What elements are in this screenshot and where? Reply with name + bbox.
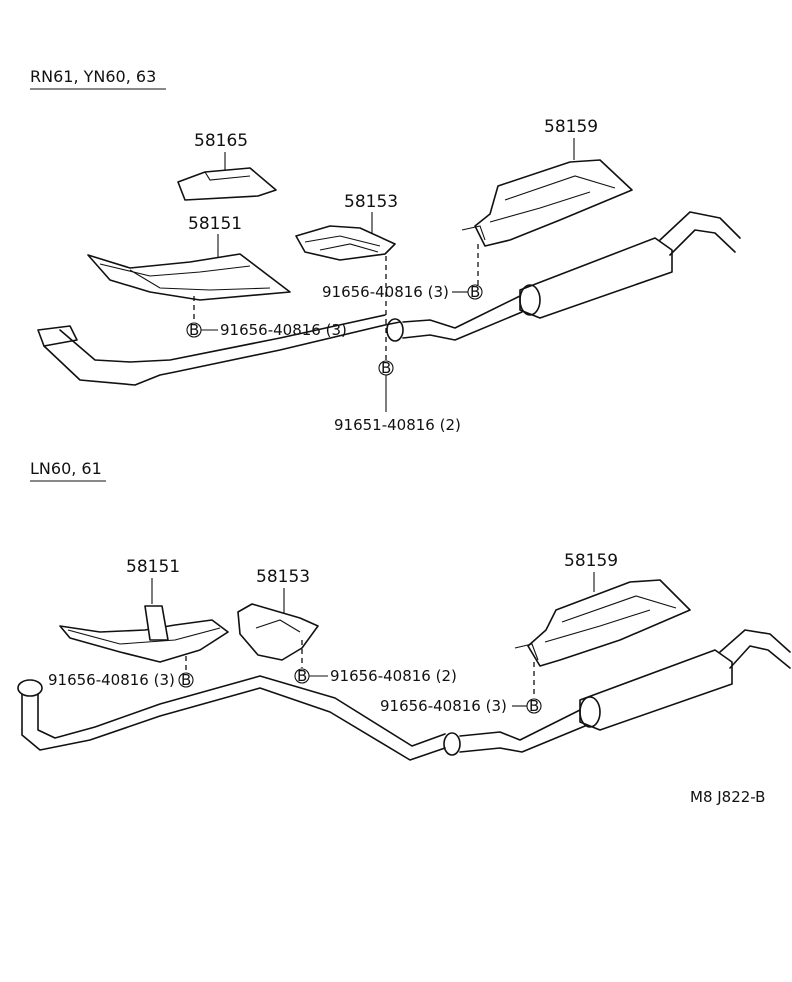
- section-bottom: LN60, 61 58151 58153: [17, 459, 791, 761]
- callout-top-2: B 91656-40816 (3): [186, 296, 347, 339]
- figure-code: M8 J822-B: [690, 788, 765, 806]
- svg-text:B: B: [189, 321, 199, 339]
- callout-bolt-bottom-3: 91656-40816 (3): [380, 697, 507, 715]
- svg-text:B: B: [181, 671, 191, 689]
- svg-text:B: B: [470, 283, 480, 301]
- section-top: RN61, YN60, 63 58165 58151: [30, 67, 741, 434]
- part-number-58159: 58159: [544, 117, 598, 137]
- part-number-58159: 58159: [564, 551, 618, 571]
- callout-bolt-bottom-1: 91656-40816 (3): [48, 671, 175, 689]
- part-58151-top[interactable]: 58151: [87, 214, 291, 301]
- part-58165-top[interactable]: 58165: [177, 131, 277, 201]
- svg-text:B: B: [529, 697, 539, 715]
- part-number-58165: 58165: [194, 131, 248, 151]
- svg-text:B: B: [381, 359, 391, 377]
- part-number-58153: 58153: [256, 567, 310, 587]
- callout-bolt-top-2: 91656-40816 (3): [220, 321, 347, 339]
- marker-b-icon: [178, 672, 194, 688]
- callout-bottom-3: B 91656-40816 (3): [380, 662, 542, 715]
- part-58153-bottom[interactable]: 58153: [237, 567, 319, 661]
- svg-text:B: B: [297, 667, 307, 685]
- part-number-58151: 58151: [126, 557, 180, 577]
- part-58151-bottom[interactable]: 58151: [59, 557, 229, 663]
- section-title-bottom: LN60, 61: [30, 459, 102, 478]
- callout-top-3: B 91651-40816 (2): [334, 256, 461, 434]
- exhaust-pipe-top: [37, 211, 741, 386]
- part-58159-top[interactable]: 58159: [461, 117, 633, 247]
- callout-bolt-top-3: 91651-40816 (2): [334, 416, 461, 434]
- callout-bottom-1: B 91656-40816 (3): [48, 656, 194, 689]
- part-number-58151: 58151: [188, 214, 242, 234]
- part-58153-top[interactable]: 58153: [295, 192, 398, 261]
- callout-bottom-2: B 91656-40816 (2): [294, 640, 457, 685]
- callout-bolt-bottom-2: 91656-40816 (2): [330, 667, 457, 685]
- section-title-top: RN61, YN60, 63: [30, 67, 156, 86]
- part-number-58153: 58153: [344, 192, 398, 212]
- exhaust-pipe-bottom: [17, 629, 791, 761]
- part-58159-bottom[interactable]: 58159: [514, 551, 691, 667]
